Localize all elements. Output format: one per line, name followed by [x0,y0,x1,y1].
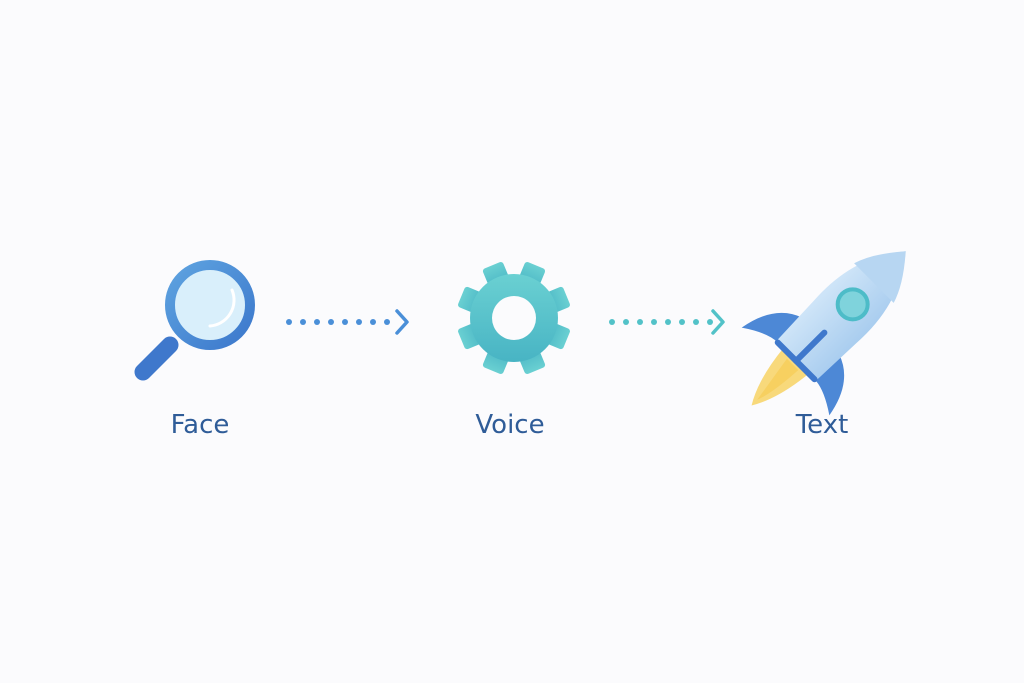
arrow-dot [328,319,334,325]
rocket-icon [741,251,906,416]
arrow-dot [637,319,643,325]
arrow-dot [342,319,348,325]
arrow-dot [693,319,699,325]
chevron-right-icon [711,309,725,335]
arrow-dot [679,319,685,325]
arrow-dot [609,319,615,325]
magnifier-icon [134,260,255,381]
step-label-voice: Voice [475,410,545,440]
arrow-dot [707,319,713,325]
arrow-dot [314,319,320,325]
chevron-right-icon [395,309,409,335]
arrow-voice-to-text [609,309,725,335]
arrow-dot [370,319,376,325]
arrow-dot [356,319,362,325]
gear-hole [492,296,536,340]
arrow-dot [384,319,390,325]
arrow-dot [286,319,292,325]
gear-icon [458,262,570,374]
arrow-face-to-voice [286,309,409,335]
arrow-dot [665,319,671,325]
step-label-face: Face [170,410,230,440]
arrow-dot [623,319,629,325]
arrow-dot [300,319,306,325]
arrow-dot [651,319,657,325]
step-label-text: Text [795,410,849,440]
